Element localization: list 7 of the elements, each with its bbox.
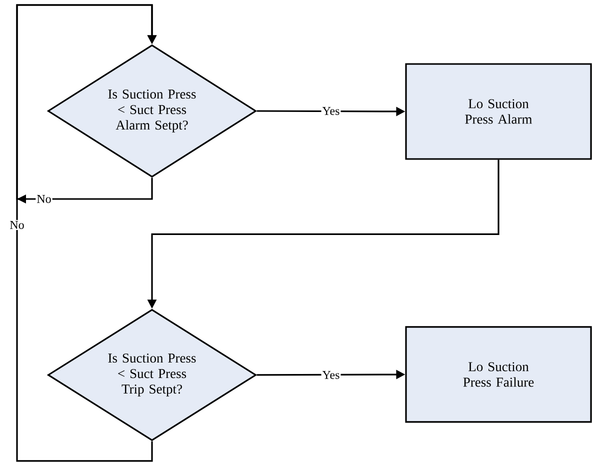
edge-label: No	[36, 194, 52, 204]
process-box: Lo Suction Press Failure	[405, 326, 592, 423]
arrow	[16, 4, 157, 462]
process-box: Lo Suction Press Alarm	[405, 63, 592, 160]
edge-label: No	[8, 220, 26, 230]
edge-label: Yes	[321, 370, 341, 380]
edge-label: Yes	[321, 106, 341, 116]
